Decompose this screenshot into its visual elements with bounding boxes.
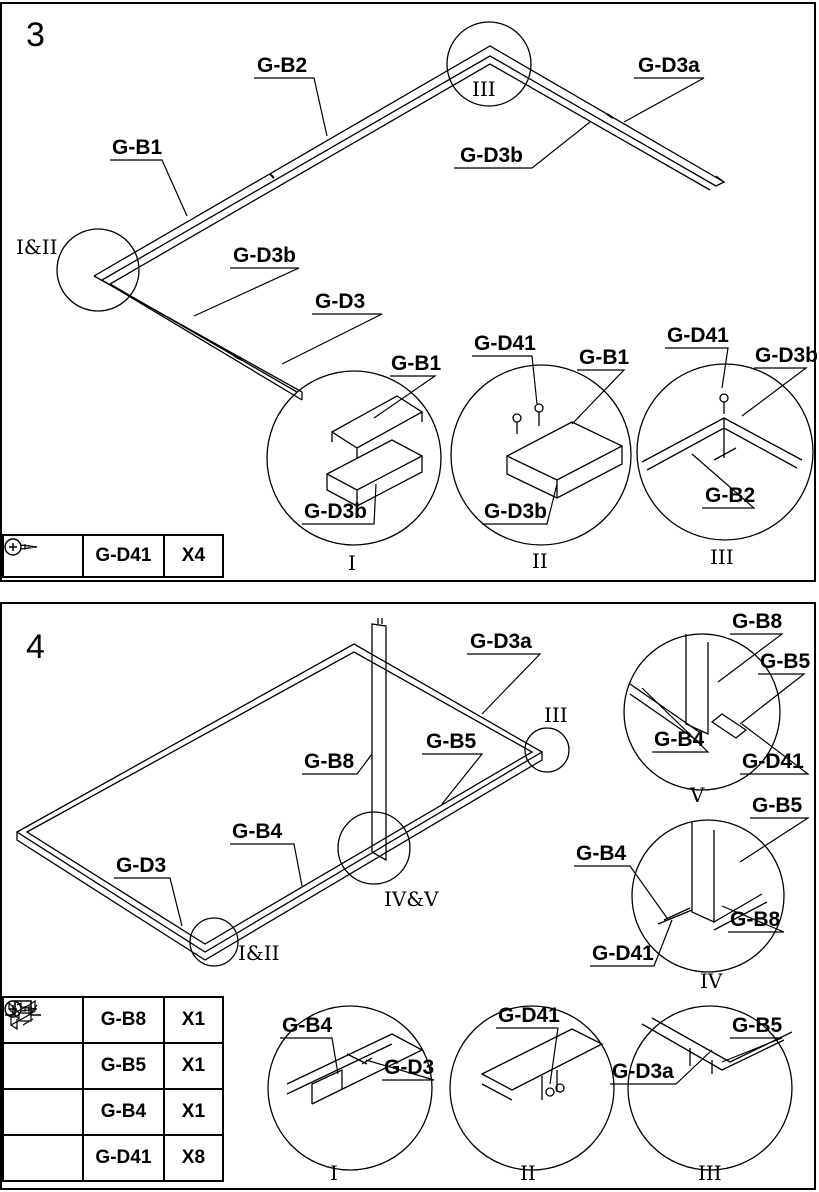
label-g-b1: G-B1	[391, 352, 441, 375]
label-g-d3a: G-D3a	[612, 1060, 674, 1083]
part-code: G-B5	[81, 1042, 165, 1090]
step-number: 4	[26, 628, 45, 666]
label-g-b5: G-B5	[426, 730, 476, 753]
callout-label-iii: III	[472, 77, 496, 101]
label-g-d3b: G-D3b	[755, 344, 818, 367]
callout-circle-i-ii	[189, 917, 239, 967]
label-g-d3b: G-D3b	[233, 244, 296, 267]
detail-circle-iv	[631, 819, 785, 973]
parts-table: G-B8 X1 G-B5 X1 G-B4 X1 G-D41 X8	[2, 996, 225, 1182]
label-g-d3: G-D3	[315, 290, 365, 313]
parts-row: G-D41 X8	[2, 1000, 225, 1182]
parts-table: G-D41 X4	[2, 534, 225, 578]
detail-label-iv: IV	[700, 969, 723, 993]
step-4-panel: 4	[0, 602, 816, 1190]
step-3-panel: 3	[0, 2, 818, 582]
bracket-b4-icon	[2, 1002, 84, 1136]
base-frame	[15, 643, 544, 961]
label-g-d3b: G-D3b	[484, 500, 547, 523]
label-g-b4: G-B4	[654, 728, 704, 751]
callout-circle-i-ii	[56, 228, 140, 312]
detail-circle-iii	[627, 1005, 793, 1171]
label-g-d41: G-D41	[498, 1004, 560, 1027]
part-qty: X4	[162, 534, 225, 578]
detail-label-v: V	[689, 783, 705, 807]
label-g-b2: G-B2	[705, 484, 755, 507]
step-number: 3	[26, 16, 45, 54]
callout-label-iii: III	[544, 703, 568, 727]
post-g-b8	[371, 618, 387, 862]
label-g-b1: G-B1	[112, 136, 162, 159]
label-g-b8: G-B8	[732, 610, 782, 633]
label-g-b2: G-B2	[257, 54, 307, 77]
callout-circle-iii	[446, 21, 532, 107]
label-g-b4: G-B4	[232, 820, 282, 843]
frame-rail-gb	[93, 45, 726, 285]
parts-row: G-B8 X1	[2, 996, 225, 1044]
screw-icon	[2, 1000, 84, 1182]
label-g-b4: G-B4	[576, 842, 626, 865]
part-code: G-D41	[81, 534, 165, 578]
label-g-d3a: G-D3a	[470, 630, 532, 653]
bracket-b5-icon	[2, 999, 84, 1090]
part-qty: X1	[162, 996, 225, 1044]
detail-label-i: I	[348, 551, 356, 575]
parts-row: G-B4 X1	[2, 1002, 225, 1136]
part-qty: X1	[162, 1042, 225, 1090]
label-g-d3: G-D3	[116, 854, 166, 877]
label-g-d3: G-D3	[384, 1056, 434, 1079]
label-g-b8: G-B8	[730, 908, 780, 931]
callout-circle-iv-v	[337, 811, 411, 885]
parts-row: G-D41 X4	[2, 534, 225, 578]
parts-row: G-B5 X1	[2, 999, 225, 1090]
part-qty: X1	[162, 1088, 225, 1136]
screw-icon	[2, 534, 84, 578]
callout-label-i-ii: I&II	[16, 235, 58, 259]
step-3-drawing: G-B2 G-D3a G-B1 G-D3b G-D3b G-D3 G-B1 G-…	[16, 21, 818, 575]
detail-circle-ii	[449, 1005, 615, 1171]
callout-circle-iii	[524, 727, 570, 773]
label-g-b8: G-B8	[304, 750, 354, 773]
detail-circle-i	[266, 370, 442, 546]
frame-rail-gd	[93, 275, 303, 401]
part-code: G-D41	[81, 1134, 165, 1182]
label-g-b5: G-B5	[732, 1014, 782, 1037]
detail-circle-i	[267, 1005, 433, 1171]
detail-label-i: I	[330, 1161, 338, 1185]
label-g-b1: G-B1	[579, 346, 629, 369]
label-g-d41: G-D41	[592, 942, 654, 965]
label-g-d3b: G-D3b	[304, 500, 367, 523]
label-g-d41: G-D41	[742, 750, 804, 773]
label-g-d3a: G-D3a	[638, 54, 700, 77]
post-profile-icon	[2, 996, 84, 1044]
label-g-d41: G-D41	[474, 332, 536, 355]
label-g-d41: G-D41	[667, 324, 729, 347]
callout-label-i-ii: I&II	[238, 941, 280, 965]
label-g-b5: G-B5	[760, 650, 810, 673]
label-g-b5: G-B5	[752, 794, 802, 817]
detail-circle-ii	[450, 364, 632, 546]
part-code: G-B4	[81, 1088, 165, 1136]
detail-circle-v	[623, 633, 781, 791]
part-qty: X8	[162, 1134, 225, 1182]
detail-label-ii: II	[532, 549, 548, 573]
callout-label-iv-v: IV&V	[384, 887, 439, 911]
detail-label-iii: III	[698, 1161, 722, 1185]
part-code: G-B8	[81, 996, 165, 1044]
label-g-b4: G-B4	[282, 1014, 332, 1037]
label-g-d3b: G-D3b	[460, 144, 523, 167]
step-4-drawing: G-D3a G-B8 G-B5 G-B4 G-D3 G-B8 G-B5 G-B4…	[15, 610, 810, 1185]
detail-label-iii: III	[710, 545, 734, 569]
detail-label-ii: II	[520, 1161, 536, 1185]
